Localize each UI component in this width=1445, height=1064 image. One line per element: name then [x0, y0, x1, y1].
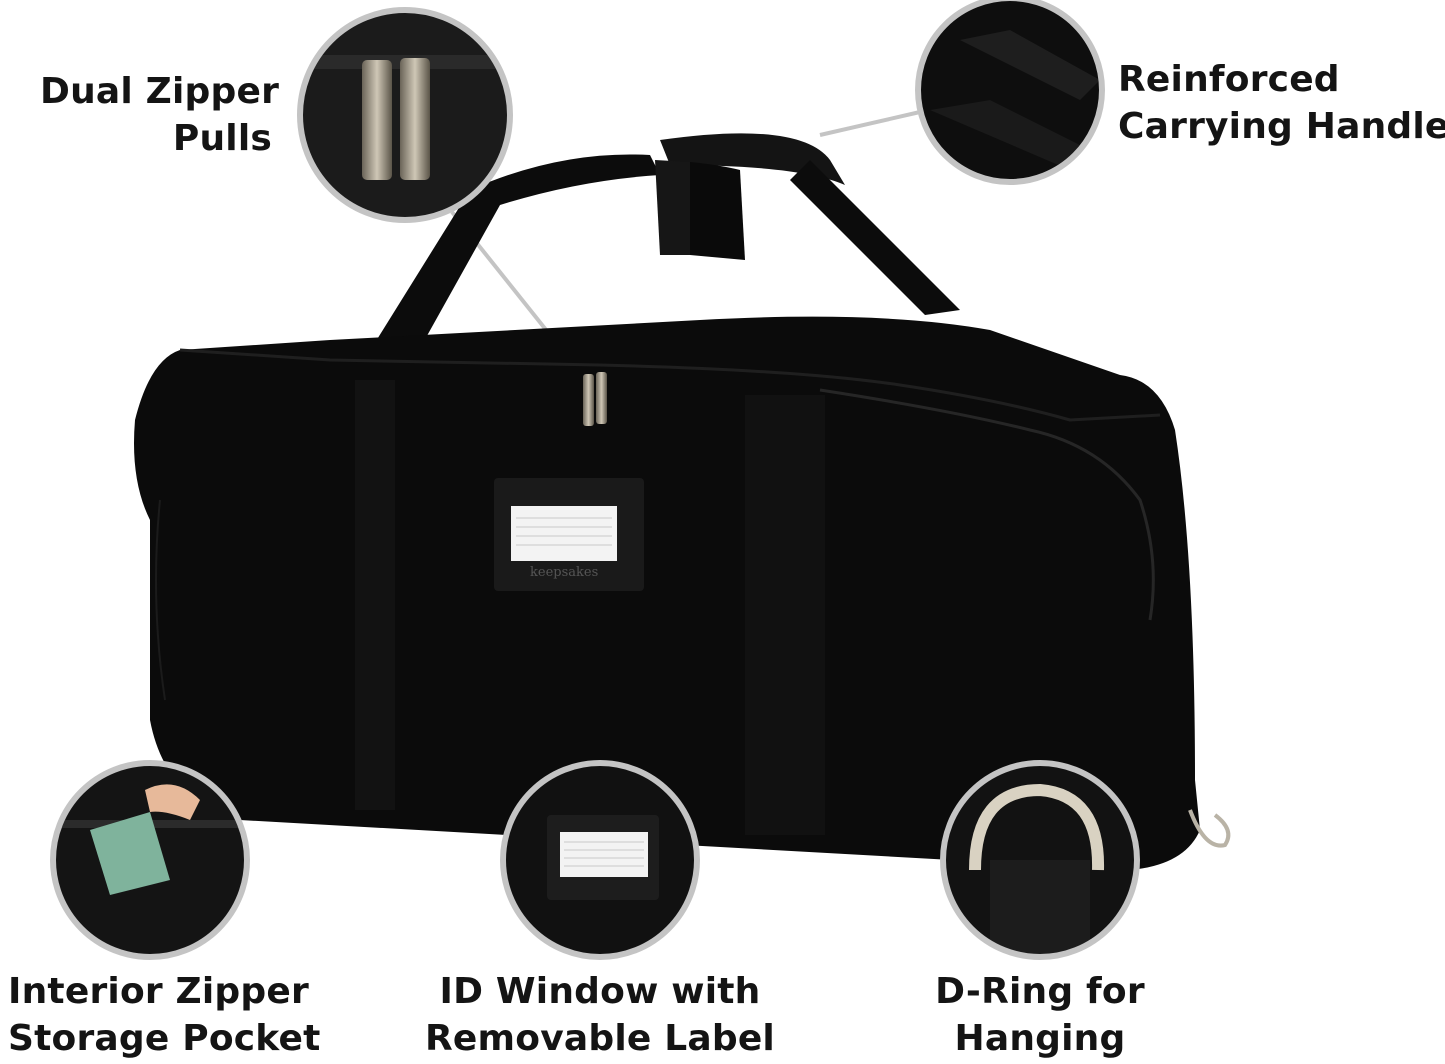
callout-interior-pocket-line2: Storage Pocket: [8, 1018, 321, 1059]
callout-id-window: ID Window with Removable Label: [420, 968, 780, 1062]
handles-detail-circle: [915, 0, 1105, 185]
callout-handles-line1: Reinforced: [1118, 59, 1340, 100]
callout-d-ring-line2: Hanging: [954, 1018, 1126, 1059]
brand-mark: keepsakes: [530, 565, 599, 580]
callout-id-window-line1: ID Window with: [439, 971, 761, 1012]
callout-dual-zipper-line1: Dual Zipper: [40, 71, 280, 112]
duffel-bag: [134, 316, 1231, 871]
callout-d-ring: D-Ring for Hanging: [900, 968, 1180, 1062]
zipper-detail-circle: [297, 7, 513, 223]
callout-d-ring-line1: D-Ring for: [935, 971, 1145, 1012]
callout-handles-line2: Carrying Handles: [1118, 106, 1445, 147]
callout-dual-zipper-line2: Pulls: [172, 118, 272, 159]
callout-id-window-line2: Removable Label: [425, 1018, 775, 1059]
callout-interior-pocket-line1: Interior Zipper: [8, 971, 309, 1012]
d-ring-detail-circle: [940, 760, 1140, 960]
callout-handles: Reinforced Carrying Handles: [1118, 56, 1445, 150]
id-window-detail-circle: [500, 760, 700, 960]
callout-dual-zipper: Dual Zipper Pulls: [40, 68, 280, 162]
pocket-detail-circle: [50, 760, 250, 960]
callout-interior-pocket: Interior Zipper Storage Pocket: [8, 968, 321, 1062]
